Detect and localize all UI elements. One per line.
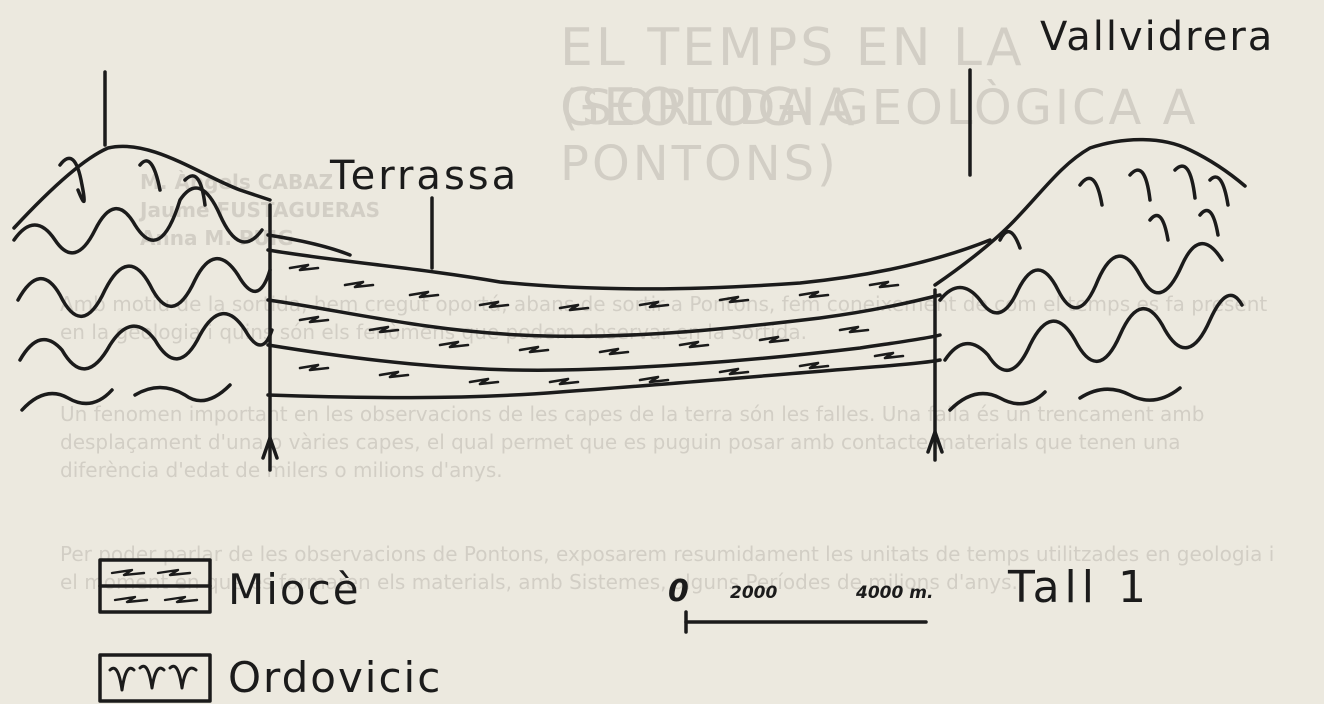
right-ordovician-folds bbox=[940, 166, 1242, 410]
terrassa-label: Terrassa bbox=[330, 153, 519, 199]
legend-label-miocene: Miocè bbox=[228, 565, 361, 614]
section-title: Tall 1 bbox=[1008, 562, 1151, 613]
vallvidrera-label: Vallvidrera bbox=[1040, 14, 1274, 60]
scale-tick-0: 0 bbox=[668, 574, 689, 609]
left-mountain-outline bbox=[14, 146, 270, 228]
right-mountain-outline bbox=[935, 140, 1245, 285]
left-ordovician-folds bbox=[14, 158, 272, 410]
miocene-basin-layers bbox=[268, 235, 990, 398]
scale-tick-4000: 4000 m. bbox=[856, 583, 933, 603]
scale-tick-2000: 2000 bbox=[730, 583, 777, 603]
legend-label-ordovicic: Ordovicic bbox=[228, 653, 442, 702]
